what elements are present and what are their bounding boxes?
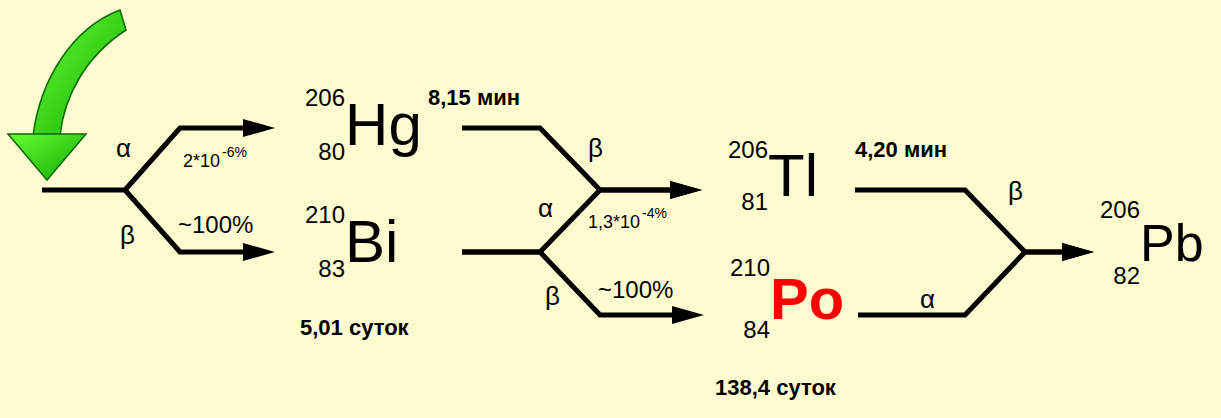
branch-ratio: ~100% <box>598 278 673 302</box>
source-line <box>42 188 125 193</box>
green-arrow-head <box>8 134 86 180</box>
branch-ratio: 2*10 <box>183 152 220 170</box>
nuclide: 206 82Pb <box>1100 198 1204 288</box>
atomic-number: 81 <box>741 190 768 214</box>
nuclide: 20681Tl4,20 мин <box>728 138 818 214</box>
half-life: 5,01 суток <box>300 316 409 340</box>
nucleon-numbers: 210 84 <box>730 256 770 342</box>
nucleon-numbers: 206 81 <box>728 138 768 214</box>
element-symbol: Tl <box>768 146 818 206</box>
ratio-exponent: -6% <box>222 145 247 159</box>
decay-connector <box>462 252 686 315</box>
decay-mode: β <box>1008 178 1023 204</box>
mass-number: 206 <box>305 86 345 110</box>
decay-connector <box>462 190 684 252</box>
nucleon-numbers: 210 83 <box>305 203 345 281</box>
mass-number: 206 <box>1100 198 1140 222</box>
atomic-number: 84 <box>743 318 770 342</box>
half-life: 138,4 суток <box>715 376 836 400</box>
decay-mode: β <box>588 135 603 161</box>
nuclide: 21084Po138,4 суток <box>730 256 844 342</box>
branch-ratio: ~100% <box>178 213 253 237</box>
decay-mode: α <box>116 135 131 161</box>
mass-number: 210 <box>305 203 345 227</box>
atomic-number: 82 <box>1113 264 1140 288</box>
atomic-number: 80 <box>318 140 345 164</box>
element-symbol: Bi <box>345 212 398 272</box>
mass-number: 206 <box>728 138 768 162</box>
decay-connector <box>855 190 1076 252</box>
half-life: 4,20 мин <box>855 138 947 162</box>
nucleon-numbers: 206 80 <box>305 86 345 164</box>
decay-mode: β <box>545 283 560 309</box>
branch-ratio: 1,3*10 <box>588 213 640 231</box>
green-arrow-body <box>33 10 126 136</box>
nuclide: 20680Hg8,15 мин <box>305 86 422 164</box>
half-life: 8,15 мин <box>428 86 520 110</box>
decay-connector <box>462 128 684 190</box>
decay-mode: α <box>538 195 553 221</box>
nucleon-numbers: 206 82 <box>1100 198 1140 288</box>
element-symbol: Po <box>770 270 844 328</box>
decay-connector <box>858 252 1076 315</box>
element-symbol: Pb <box>1140 217 1204 269</box>
element-symbol: Hg <box>345 95 422 155</box>
nuclide: 21083Bi5,01 суток <box>305 203 398 281</box>
beta-branch <box>125 190 257 252</box>
decay-mode: β <box>120 222 135 248</box>
green-arrow <box>8 10 126 180</box>
ratio-exponent: -4% <box>642 206 667 220</box>
alpha-branch <box>125 128 257 190</box>
atomic-number: 83 <box>318 257 345 281</box>
decay-mode: α <box>920 286 935 312</box>
mass-number: 210 <box>730 256 770 280</box>
